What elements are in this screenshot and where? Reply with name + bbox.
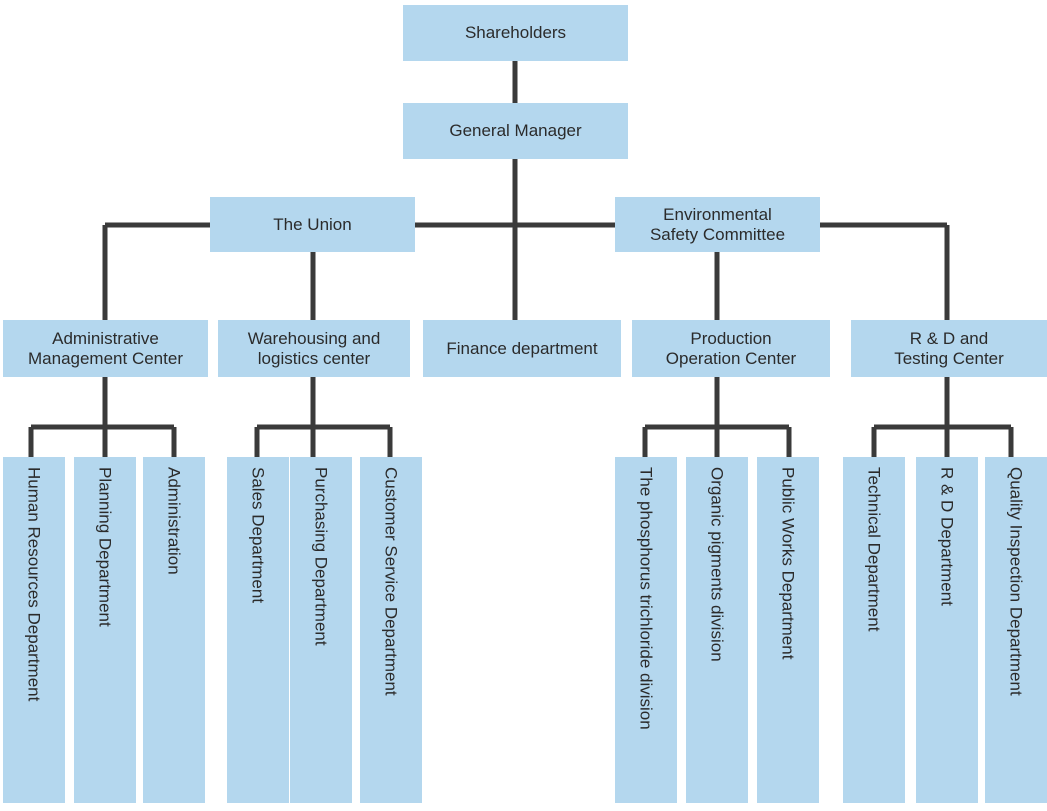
node-phosphorus-trichloride-division[interactable]: The phosphorus trichloride division: [615, 457, 677, 803]
node-environmental-safety-committee-label: Environmental Safety Committee: [649, 205, 786, 244]
node-planning-department-label: Planning Department: [95, 467, 115, 627]
node-shareholders-label: Shareholders: [464, 23, 567, 43]
node-sales-department[interactable]: Sales Department: [227, 457, 289, 803]
node-public-works-department-label: Public Works Department: [778, 467, 798, 660]
node-rd-department-label: R & D Department: [937, 467, 957, 606]
node-planning-department[interactable]: Planning Department: [74, 457, 136, 803]
node-human-resources-department-label: Human Resources Department: [24, 467, 44, 702]
node-rd-department[interactable]: R & D Department: [916, 457, 978, 803]
node-public-works-department[interactable]: Public Works Department: [757, 457, 819, 803]
node-rd-testing-center[interactable]: R & D and Testing Center: [851, 320, 1047, 377]
node-general-manager[interactable]: General Manager: [403, 103, 628, 159]
node-purchasing-department-label: Purchasing Department: [311, 467, 331, 646]
node-organic-pigments-division[interactable]: Organic pigments division: [686, 457, 748, 803]
node-customer-service-department[interactable]: Customer Service Department: [360, 457, 422, 803]
node-production-operation-center-label: Production Operation Center: [665, 329, 797, 368]
node-administration-label: Administration: [164, 467, 184, 575]
node-technical-department[interactable]: Technical Department: [843, 457, 905, 803]
node-the-union-label: The Union: [273, 214, 352, 234]
node-shareholders[interactable]: Shareholders: [403, 5, 628, 61]
node-production-operation-center[interactable]: Production Operation Center: [632, 320, 830, 377]
node-administrative-management-center[interactable]: Administrative Management Center: [3, 320, 208, 377]
node-general-manager-label: General Manager: [449, 121, 582, 141]
node-phosphorus-trichloride-division-label: The phosphorus trichloride division: [636, 467, 656, 730]
node-customer-service-department-label: Customer Service Department: [381, 467, 401, 696]
node-human-resources-department[interactable]: Human Resources Department: [3, 457, 65, 803]
node-purchasing-department[interactable]: Purchasing Department: [290, 457, 352, 803]
node-the-union[interactable]: The Union: [210, 197, 415, 252]
node-rd-testing-center-label: R & D and Testing Center: [894, 329, 1004, 368]
node-administrative-management-center-label: Administrative Management Center: [28, 329, 183, 368]
node-environmental-safety-committee[interactable]: Environmental Safety Committee: [615, 197, 820, 252]
node-organic-pigments-division-label: Organic pigments division: [707, 467, 727, 662]
node-finance-department[interactable]: Finance department: [423, 320, 621, 377]
node-technical-department-label: Technical Department: [864, 467, 884, 632]
node-quality-inspection-department-label: Quality Inspection Department: [1006, 467, 1026, 696]
node-warehousing-logistics-center-label: Warehousing and logistics center: [247, 329, 381, 368]
node-finance-department-label: Finance department: [446, 338, 598, 358]
node-sales-department-label: Sales Department: [248, 467, 268, 604]
node-quality-inspection-department[interactable]: Quality Inspection Department: [985, 457, 1047, 803]
node-administration[interactable]: Administration: [143, 457, 205, 803]
node-warehousing-logistics-center[interactable]: Warehousing and logistics center: [218, 320, 410, 377]
